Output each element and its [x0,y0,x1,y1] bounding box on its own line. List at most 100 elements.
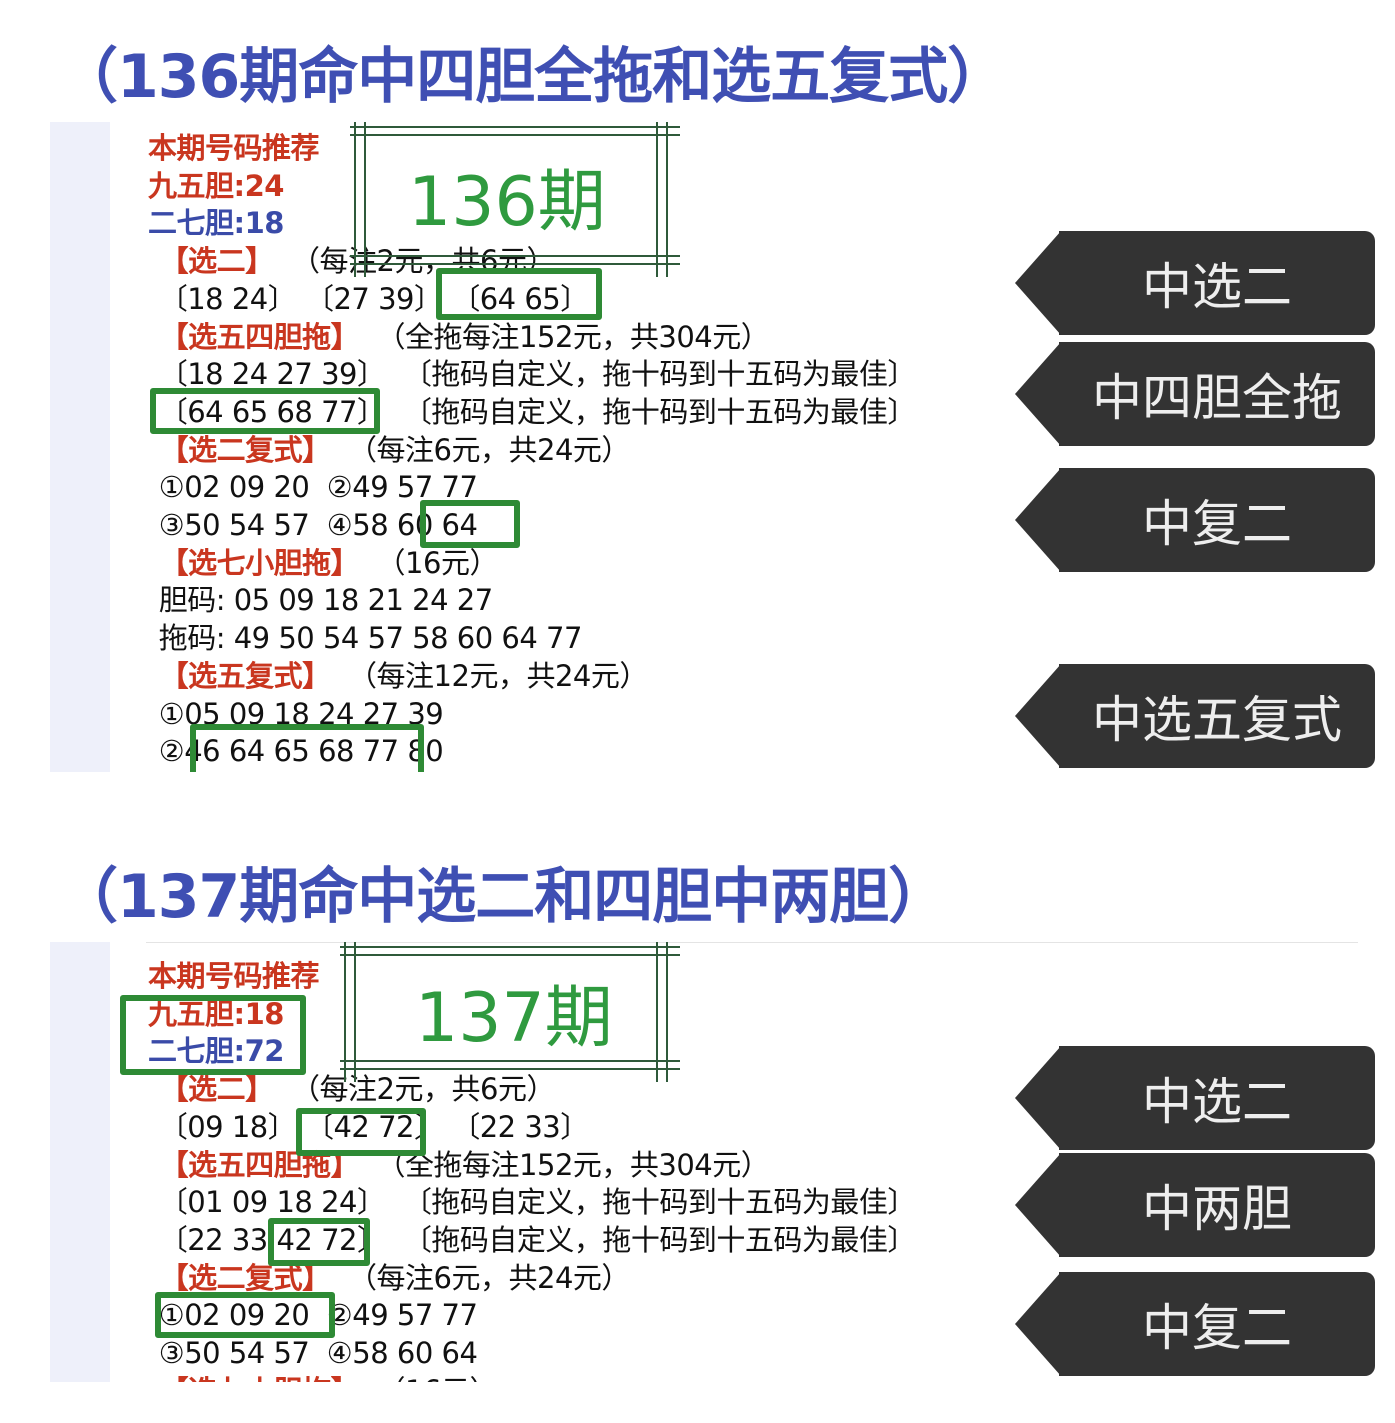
section-label: 【选七小胆拖】 [150,1374,360,1382]
line-text: 〔09 18〕 〔42 72〕 〔22 33〕 [150,1109,590,1144]
hit-callout-badge: 中两胆 [1015,1153,1375,1257]
hit-callout-badge: 中选二 [1015,231,1375,335]
line-text: 二七胆:72 [148,1034,284,1069]
period-frame [350,122,680,277]
arrow-left-icon [1015,664,1061,768]
text-line: 〔01 09 18 24〕 〔拖码自定义，拖十码到十五码为最佳〕 [150,1184,917,1220]
badge-text: 中复二 [1142,1299,1292,1357]
badge-text: 中四胆全拖 [1092,369,1342,427]
section-title-136: （136期命中四胆全拖和选五复式） [58,42,1007,112]
section-label: 本期号码推荐 [148,131,320,165]
text-line: 九五胆:24 [148,168,284,204]
text-line: 二七胆:72 [148,1033,284,1069]
hit-callout-badge: 中四胆全拖 [1015,342,1375,446]
section-label: 【选二复式】 [150,432,332,467]
text-line: 〔09 18〕 〔42 72〕 〔22 33〕 [150,1109,590,1145]
badge-body [1059,231,1375,335]
badge-body [1059,1153,1375,1257]
badge-body [1059,1046,1375,1150]
line-text: （全拖每注152元，共304元） [359,1147,770,1182]
period-label: 136期 [408,163,606,242]
badge-text: 中选二 [1142,258,1292,316]
section-label: 九五胆:24 [148,168,284,203]
highlight-box [420,500,520,548]
section-label: 【选五四胆拖】 [150,319,360,354]
highlight-box [436,268,602,320]
line-text: 〔22 33 42 72〕 〔拖码自定义，拖十码到十五码为最佳〕 [150,1222,917,1257]
text-line: ①02 09 20 ②49 57 77 [150,1297,478,1333]
text-line: ①02 09 20 ②49 57 77 [150,469,478,505]
text-line: 拖码: 49 50 54 57 58 60 64 77 [150,620,583,656]
text-line: 九五胆:18 [148,996,284,1032]
arrow-left-icon [1015,342,1061,446]
badge-text: 中两胆 [1142,1180,1292,1238]
line-text: 〔18 24〕 〔27 39〕 〔64 65〕 [150,281,590,316]
badge-text: 中选二 [1142,1073,1292,1131]
line-text: （每注6元，共24元） [330,1260,630,1295]
badge-body [1059,1272,1375,1376]
line-text: （全拖每注152元，共304元） [359,319,770,354]
text-line: 二七胆:18 [148,205,284,241]
text-line: 〔18 24〕 〔27 39〕 〔64 65〕 [150,281,590,317]
badge-text: 中复二 [1142,495,1292,553]
line-text: （每注6元，共24元） [330,432,630,467]
highlight-box [120,995,306,1075]
hit-callout-badge: 中选二 [1015,1046,1375,1150]
panel-stripe [50,122,110,772]
text-line: 〔64 65 68 77〕 〔拖码自定义，拖十码到十五码为最佳〕 [150,394,917,430]
text-line: 〔18 24 27 39〕 〔拖码自定义，拖十码到十五码为最佳〕 [150,356,917,392]
text-line: 【选七小胆拖】 （16元） [150,1373,499,1382]
line-text: ①02 09 20 ②49 57 77 [150,1298,478,1333]
period-label: 137期 [415,979,613,1058]
period-frame [340,942,680,1082]
badge-text: 中选五复式 [1092,691,1342,749]
text-line: 本期号码推荐 [148,130,320,166]
badge-body [1059,468,1375,572]
text-line: ②46 64 65 68 77 80 [150,733,444,769]
highlight-box [190,724,424,772]
highlight-box [296,1108,426,1156]
badge-body [1059,342,1375,446]
line-text: 二七胆:18 [148,206,284,241]
arrow-left-icon [1015,1046,1061,1150]
text-line: 本期号码推荐 [148,958,320,994]
divider [146,942,1358,943]
section-label: 【选七小胆拖】 [150,545,360,580]
line-text: （每注2元，共6元） [273,1072,555,1107]
line-text: 〔64 65 68 77〕 〔拖码自定义，拖十码到十五码为最佳〕 [150,394,917,429]
text-line: 【选五四胆拖】 （全拖每注152元，共304元） [150,319,770,355]
section-label: 九五胆:18 [148,996,284,1031]
text-line: 【选二复式】 （每注6元，共24元） [150,432,631,468]
line-text: （16元） [359,545,499,580]
section-label: 【选二】 [150,244,275,279]
section-title-137: （137期命中选二和四胆中两胆） [58,862,948,932]
line-text: ①02 09 20 ②49 57 77 [150,470,478,505]
highlight-box [268,1218,370,1266]
text-line: 〔22 33 42 72〕 〔拖码自定义，拖十码到十五码为最佳〕 [150,1222,917,1258]
line-text: 〔18 24 27 39〕 〔拖码自定义，拖十码到十五码为最佳〕 [150,357,917,392]
text-line: 【选七小胆拖】 （16元） [150,545,499,581]
arrow-left-icon [1015,1272,1061,1376]
text-line: ③50 54 57 ④58 60 64 [150,1335,478,1371]
text-line: 【选五四胆拖】 （全拖每注152元，共304元） [150,1147,770,1183]
line-text: （每注12元，共24元） [330,658,648,693]
section-label: 【选二】 [150,1072,275,1107]
panel-stripe [50,942,110,1382]
line-text: ②46 64 65 68 77 80 [150,734,444,769]
arrow-left-icon [1015,231,1061,335]
line-text: （16元） [359,1374,499,1382]
section-label: 【选五复式】 [150,658,332,693]
text-line: 【选二】 （每注2元，共6元） [150,243,556,279]
line-text: ③50 54 57 ④58 60 64 [150,1336,478,1370]
section-label: 本期号码推荐 [148,959,320,993]
line-text: ③50 54 57 ④58 60 64 [150,508,478,542]
hit-callout-badge: 中选五复式 [1015,664,1375,768]
arrow-left-icon [1015,1153,1061,1257]
arrow-left-icon [1015,468,1061,572]
line-text: 拖码: 49 50 54 57 58 60 64 77 [150,621,583,656]
hit-callout-badge: 中复二 [1015,468,1375,572]
highlight-box [150,388,380,434]
text-line: 【选二复式】 （每注6元，共24元） [150,1260,631,1296]
hit-callout-badge: 中复二 [1015,1272,1375,1376]
